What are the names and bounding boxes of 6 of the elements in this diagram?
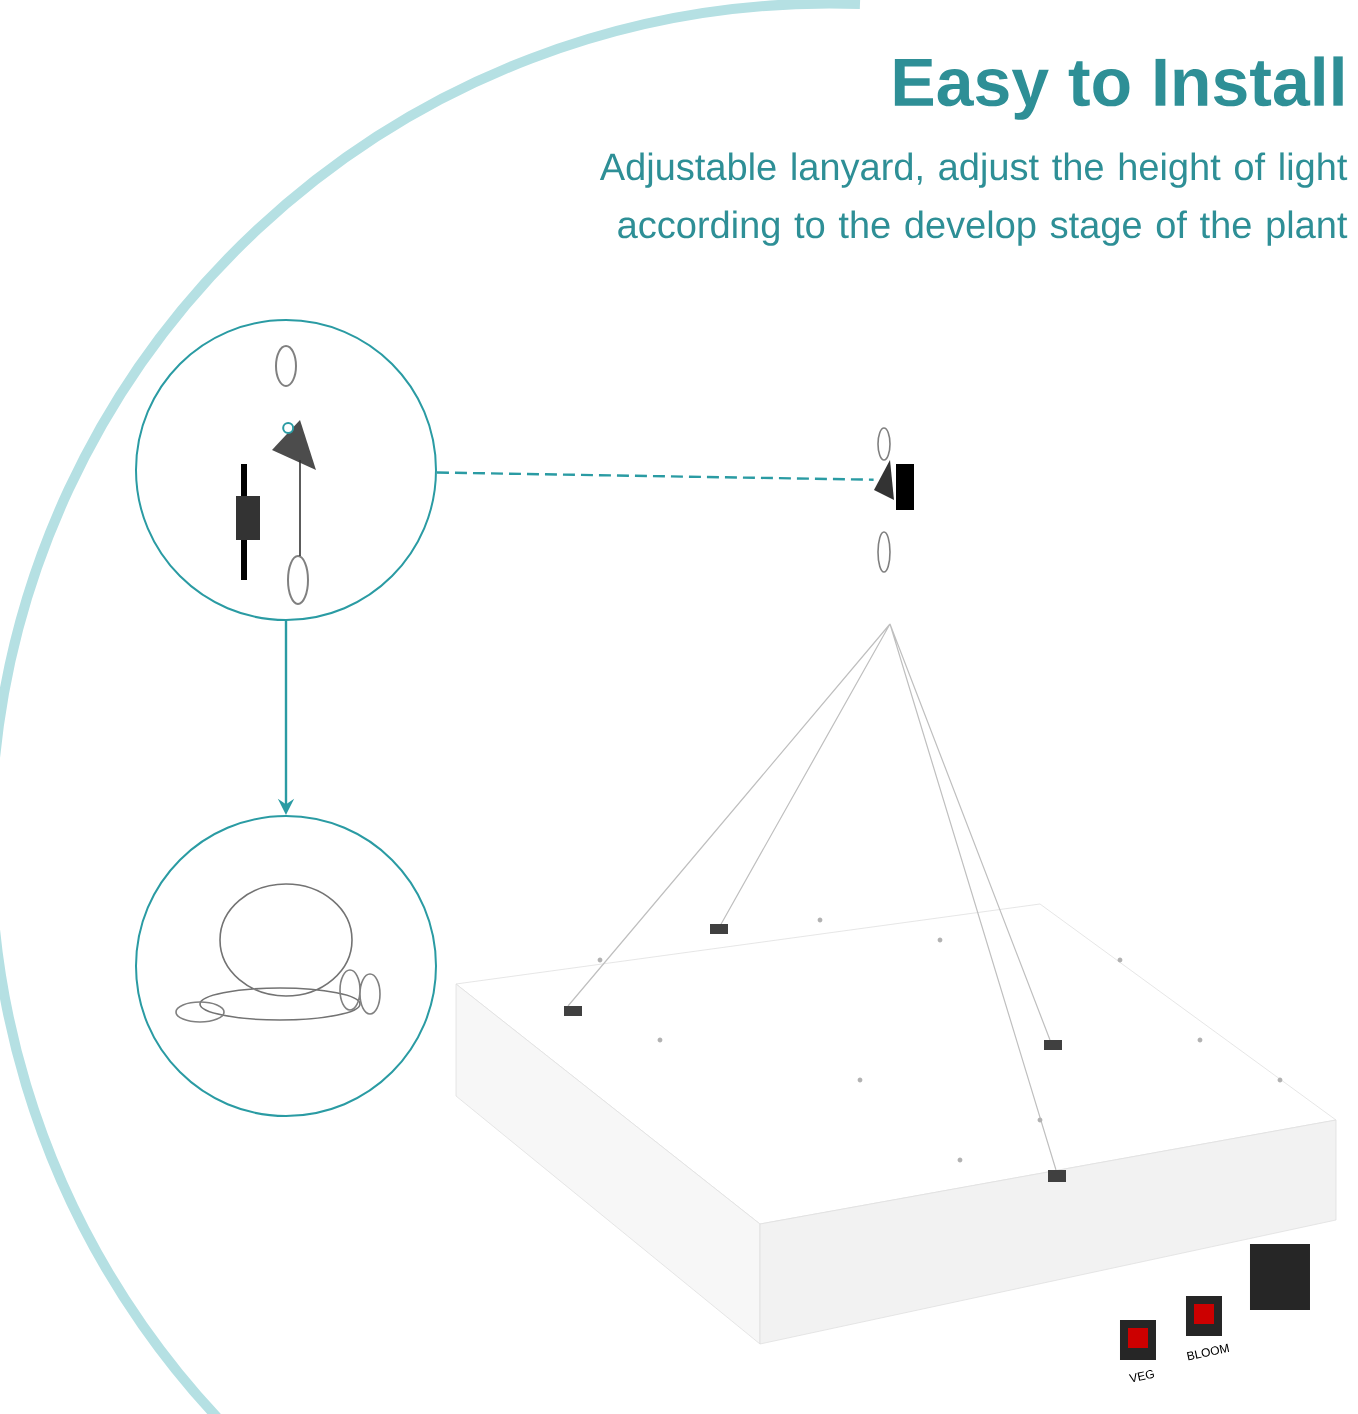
- subtitle: Adjustable lanyard, adjust the height of light according to the develop stage of the plant: [599, 152, 1348, 246]
- detail-circle: [135, 319, 437, 621]
- ratchet-hanger-drawing: [874, 427, 914, 573]
- detail-circle: [135, 815, 437, 1117]
- title: Easy to Install: [894, 56, 1343, 120]
- leader-line: [436, 471, 874, 481]
